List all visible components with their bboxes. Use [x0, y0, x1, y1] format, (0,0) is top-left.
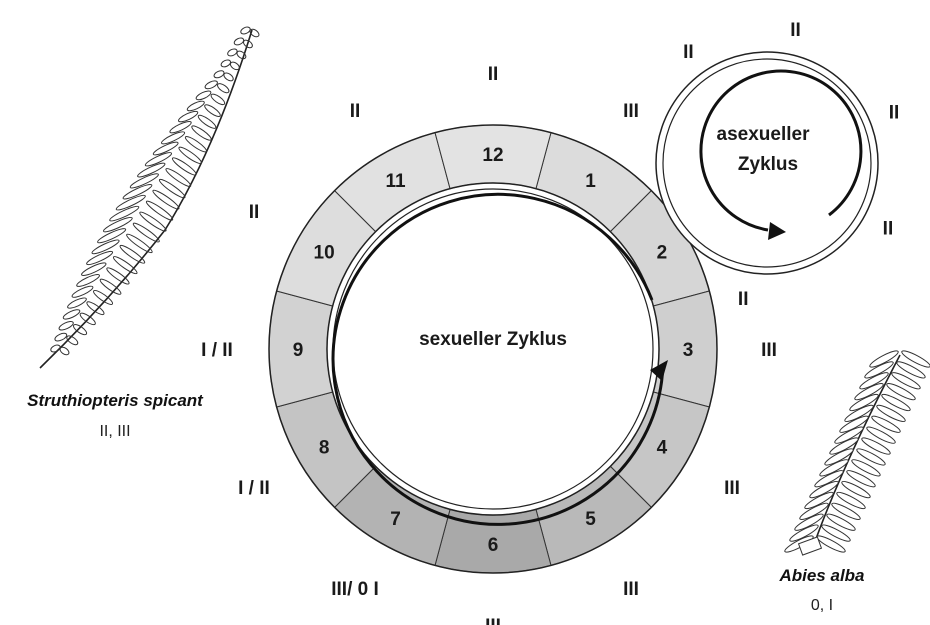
segment-number-9: 9 — [293, 340, 304, 361]
segment-number-3: 3 — [683, 340, 694, 361]
stage-label-month-12: II — [488, 64, 499, 85]
segment-number-6: 6 — [488, 535, 499, 556]
segment-number-5: 5 — [585, 509, 596, 530]
segment-number-10: 10 — [314, 243, 335, 264]
segment-number-8: 8 — [319, 438, 330, 459]
fern-illustration — [40, 26, 260, 369]
stage-label-month-1: III — [623, 101, 639, 122]
segment-number-1: 1 — [585, 171, 596, 192]
stage-label-month-3: III — [761, 340, 777, 361]
segment-number-12: 12 — [482, 145, 503, 166]
stage-label-month-5: III — [623, 579, 639, 600]
stage-label-month-11: II — [350, 101, 361, 122]
asexual-cycle-label-line1: asexueller — [717, 124, 811, 145]
segment-number-11: 11 — [385, 171, 406, 192]
asexual-cycle-label-line2: Zyklus — [738, 154, 798, 175]
species-name-struthiopteris: Struthiopteris spicant — [27, 391, 204, 410]
segment-number-4: 4 — [657, 438, 668, 459]
stage-label-month-7: III/ 0 I — [331, 579, 379, 600]
stage-label-month-6: III — [485, 616, 501, 625]
segment-number-2: 2 — [657, 243, 668, 264]
stage-label-month-8: I / II — [238, 478, 270, 499]
stage-label-month-4: III — [724, 478, 740, 499]
segment-number-7: 7 — [390, 509, 401, 530]
asexual-stage-label: II — [790, 20, 801, 41]
stage-label-month-9: I / II — [201, 340, 233, 361]
asexual-stage-label: II — [889, 103, 900, 124]
asexual-stage-label: II — [883, 218, 894, 239]
fir-branch-illustration — [783, 348, 930, 555]
asexual-stage-label: II — [738, 289, 749, 310]
asexual-stage-label: II — [683, 42, 694, 63]
species-name-abies: Abies alba — [778, 566, 864, 585]
sexual-cycle-label: sexueller Zyklus — [419, 329, 567, 350]
stage-label-month-10: II — [249, 202, 260, 223]
species-stages-abies: 0, I — [811, 597, 833, 614]
species-stages-struthiopteris: II, III — [99, 423, 130, 440]
